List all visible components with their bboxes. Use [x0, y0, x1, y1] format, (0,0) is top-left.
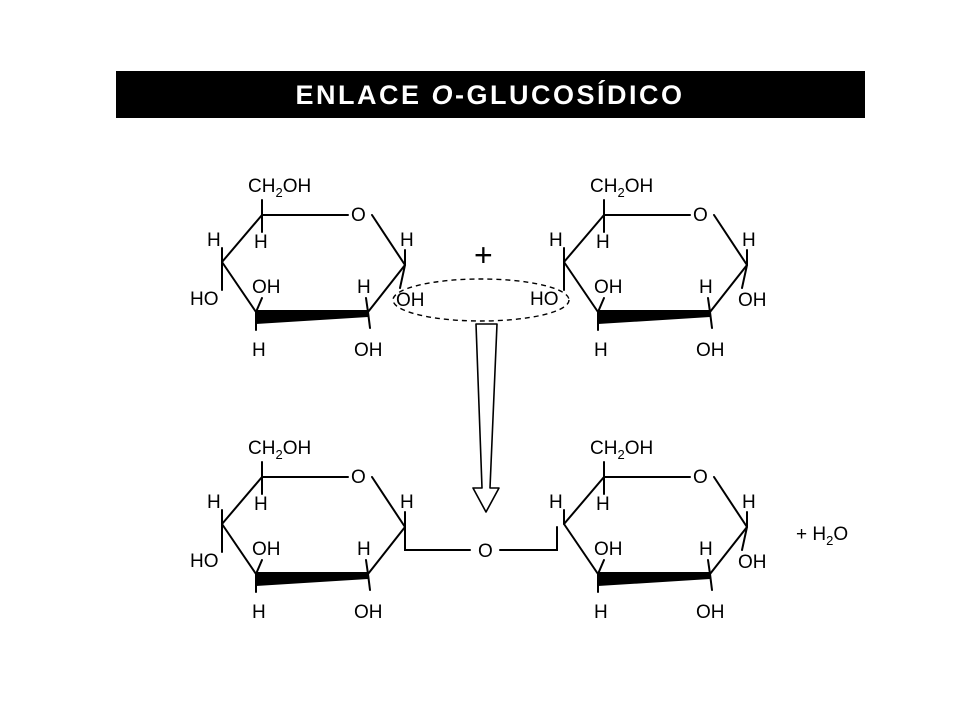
ch2oh-label: CH2OH [590, 438, 653, 462]
ho-label-c4: HO [190, 551, 219, 572]
bridge-oxygen-label: O [478, 541, 493, 562]
plus-sign: + [474, 237, 493, 273]
substituent-bonds [221, 214, 406, 331]
h-label-c3-bottom: H [594, 602, 608, 623]
h-label-c1-top: H [742, 230, 756, 251]
ch2oh-label: CH2OH [248, 438, 311, 462]
oh-label-c2: OH [354, 602, 383, 623]
substituent-bonds [221, 476, 406, 593]
h-label-c4-top: H [207, 230, 221, 251]
ring-bonds [221, 199, 406, 313]
ring-bonds [563, 199, 748, 313]
oh-label-c1: OH [738, 552, 767, 573]
h-label-c5: H [596, 232, 610, 253]
oh-label-c2: OH [696, 602, 725, 623]
ring-oxygen-label: O [351, 205, 366, 226]
oh-label-c2: OH [354, 340, 383, 361]
ring-oxygen-label: O [693, 467, 708, 488]
h-label-c1-top: H [400, 230, 414, 251]
ho-label-c4: HO [530, 289, 559, 310]
h-label-c3-bottom: H [252, 602, 266, 623]
ring-bonds [563, 461, 748, 575]
h-label-c3-bottom: H [594, 340, 608, 361]
glucose-top-right: CH2OH O H H H HO OH H OH H OH [530, 176, 767, 361]
ring-bold-edge [256, 310, 368, 324]
title-suffix: -GLUCOSÍDICO [455, 79, 685, 110]
oh-label-c1: OH [738, 290, 767, 311]
glycosidic-bond-lines [404, 526, 558, 551]
oh-label-c3: OH [252, 539, 281, 560]
ho-label-c4: HO [190, 289, 219, 310]
title-prefix: ENLACE [295, 80, 431, 110]
title-bar [116, 71, 865, 118]
oh-label-c1: OH [396, 290, 425, 311]
h-label-c1-top: H [400, 492, 414, 513]
h-label-c4-top: H [549, 492, 563, 513]
water-product-label: + H2O [796, 524, 848, 548]
h-label-c2-top: H [699, 277, 713, 298]
oh-label-c2: OH [696, 340, 725, 361]
substituent-bonds [563, 214, 748, 331]
reaction-arrow [472, 323, 500, 513]
glucose-bottom-right: CH2OH O H H H OH H OH H OH [549, 438, 767, 623]
oh-label-c3: OH [594, 277, 623, 298]
condensation-ellipse [392, 278, 570, 322]
h-label-c5: H [254, 494, 268, 515]
ring-bold-edge [598, 310, 710, 324]
ch2oh-label: CH2OH [590, 176, 653, 200]
ch2oh-label: CH2OH [248, 176, 311, 200]
ring-bold-edge [256, 572, 368, 586]
h-label-c5: H [254, 232, 268, 253]
oh-label-c3: OH [252, 277, 281, 298]
ring-bonds [221, 461, 406, 575]
glucose-top-left: CH2OH O H H H HO OH H OH H OH [190, 176, 425, 361]
h-label-c2-top: H [357, 539, 371, 560]
page-title: ENLACE O-GLUCOSÍDICO [295, 79, 684, 110]
oh-label-c3: OH [594, 539, 623, 560]
ring-oxygen-label: O [693, 205, 708, 226]
title-banner: ENLACE O-GLUCOSÍDICO [116, 71, 865, 118]
h-label-c2-top: H [699, 539, 713, 560]
h-label-c1-top: H [742, 492, 756, 513]
substituent-bonds [563, 476, 748, 593]
h-label-c4-top: H [207, 492, 221, 513]
h-label-c2-top: H [357, 277, 371, 298]
ring-oxygen-label: O [351, 467, 366, 488]
glucose-bottom-left: CH2OH O H H H HO OH H H OH [190, 438, 414, 623]
h-label-c5: H [596, 494, 610, 515]
ring-bold-edge [598, 572, 710, 586]
h-label-c3-bottom: H [252, 340, 266, 361]
title-italic-o: O [432, 80, 456, 110]
h-label-c4-top: H [549, 230, 563, 251]
